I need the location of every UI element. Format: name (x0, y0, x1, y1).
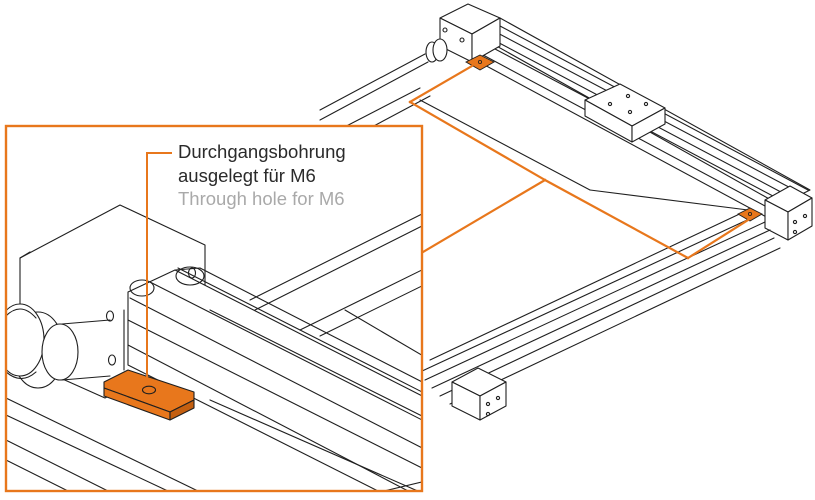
profile-rail-detail (123, 266, 422, 491)
mounting-plate-detail (103, 369, 195, 421)
callout-title-en: Through hole for M6 (178, 188, 345, 209)
callout-title-de-line1: Durchgangsbohrung (178, 141, 346, 162)
gantry-assembly (299, 3, 813, 421)
base-rail-detail (6, 397, 420, 491)
end-block-right (764, 185, 813, 241)
detail-view (4, 124, 424, 493)
background-rails-detail (249, 213, 422, 356)
coupling-detail (6, 303, 111, 389)
through-hole-icon (141, 385, 157, 395)
callout-label: Durchgangsbohrung ausgelegt für M6 Throu… (178, 140, 346, 211)
carriage (584, 83, 666, 143)
mounting-plate-main-right (737, 207, 763, 222)
leader-lines (408, 64, 750, 260)
callout-leader (146, 152, 172, 378)
coupling-top (319, 38, 448, 121)
motor-block-top (439, 3, 501, 63)
end-block-front (451, 367, 507, 421)
callout-title-de-line2: ausgelegt für M6 (178, 164, 316, 186)
mounting-plate-main-top (465, 54, 495, 71)
